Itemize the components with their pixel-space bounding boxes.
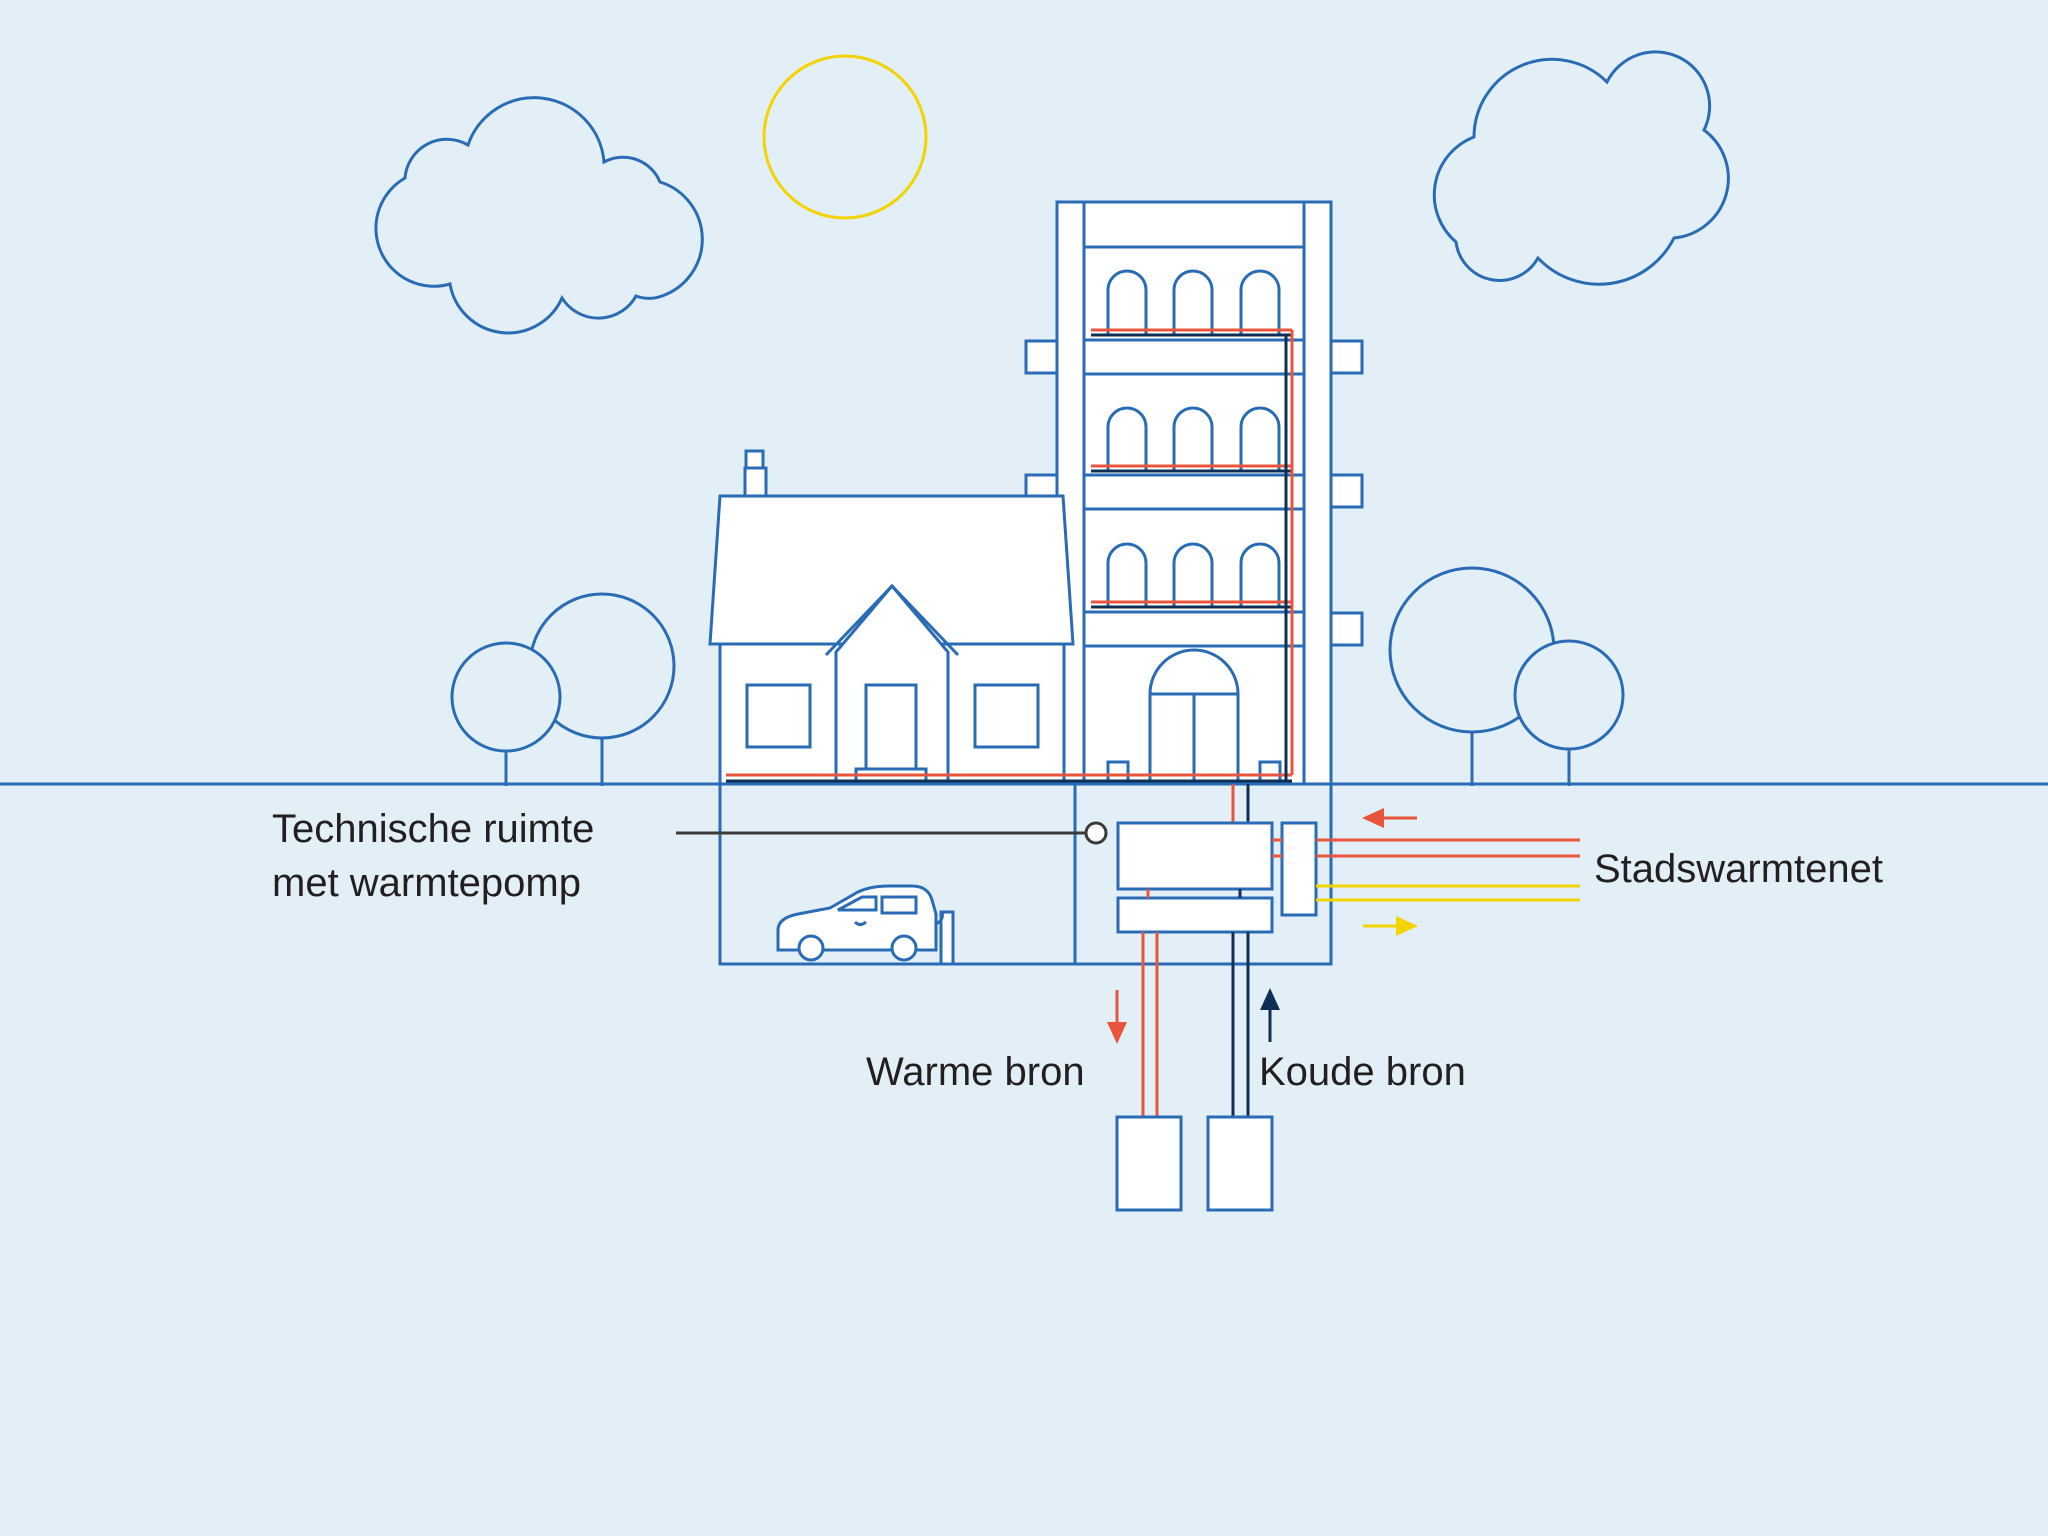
city-heat-network-pipes	[1272, 838, 1580, 902]
city-heat-network-label: Stadswarmtenet	[1594, 847, 1884, 891]
technical-room-label-line1: Technische ruimte	[272, 807, 595, 851]
technical-room-label-line2: met warmtepomp	[272, 861, 581, 905]
arrow-down-red-icon	[1107, 990, 1127, 1044]
cloud-left-icon	[374, 96, 704, 335]
apartment-building	[1024, 200, 1364, 786]
riser-pipes	[1231, 784, 1250, 823]
arrow-left-red-icon	[1362, 808, 1417, 828]
heat-pump-unit	[1116, 821, 1318, 934]
warm-source-label: Warme bron	[866, 1050, 1085, 1094]
sun-icon	[762, 54, 928, 220]
floor-heating-pipes	[726, 328, 1294, 783]
cloud-right-icon	[1432, 50, 1730, 286]
arrow-right-yellow-icon	[1363, 916, 1418, 936]
trees-right	[1388, 566, 1625, 786]
house	[708, 449, 1075, 786]
cold-source-label: Koude bron	[1259, 1050, 1466, 1094]
technical-room-label: Technische ruimte met warmtepomp	[272, 802, 594, 910]
cold-well	[1206, 1115, 1274, 1212]
car-icon	[776, 884, 955, 966]
source-wells	[1115, 1115, 1274, 1212]
warm-well	[1115, 1115, 1183, 1212]
source-pipes	[1141, 889, 1250, 1117]
trees-left	[450, 592, 676, 786]
technical-room-pointer	[676, 821, 1108, 845]
arrow-up-dark-icon	[1260, 988, 1280, 1042]
